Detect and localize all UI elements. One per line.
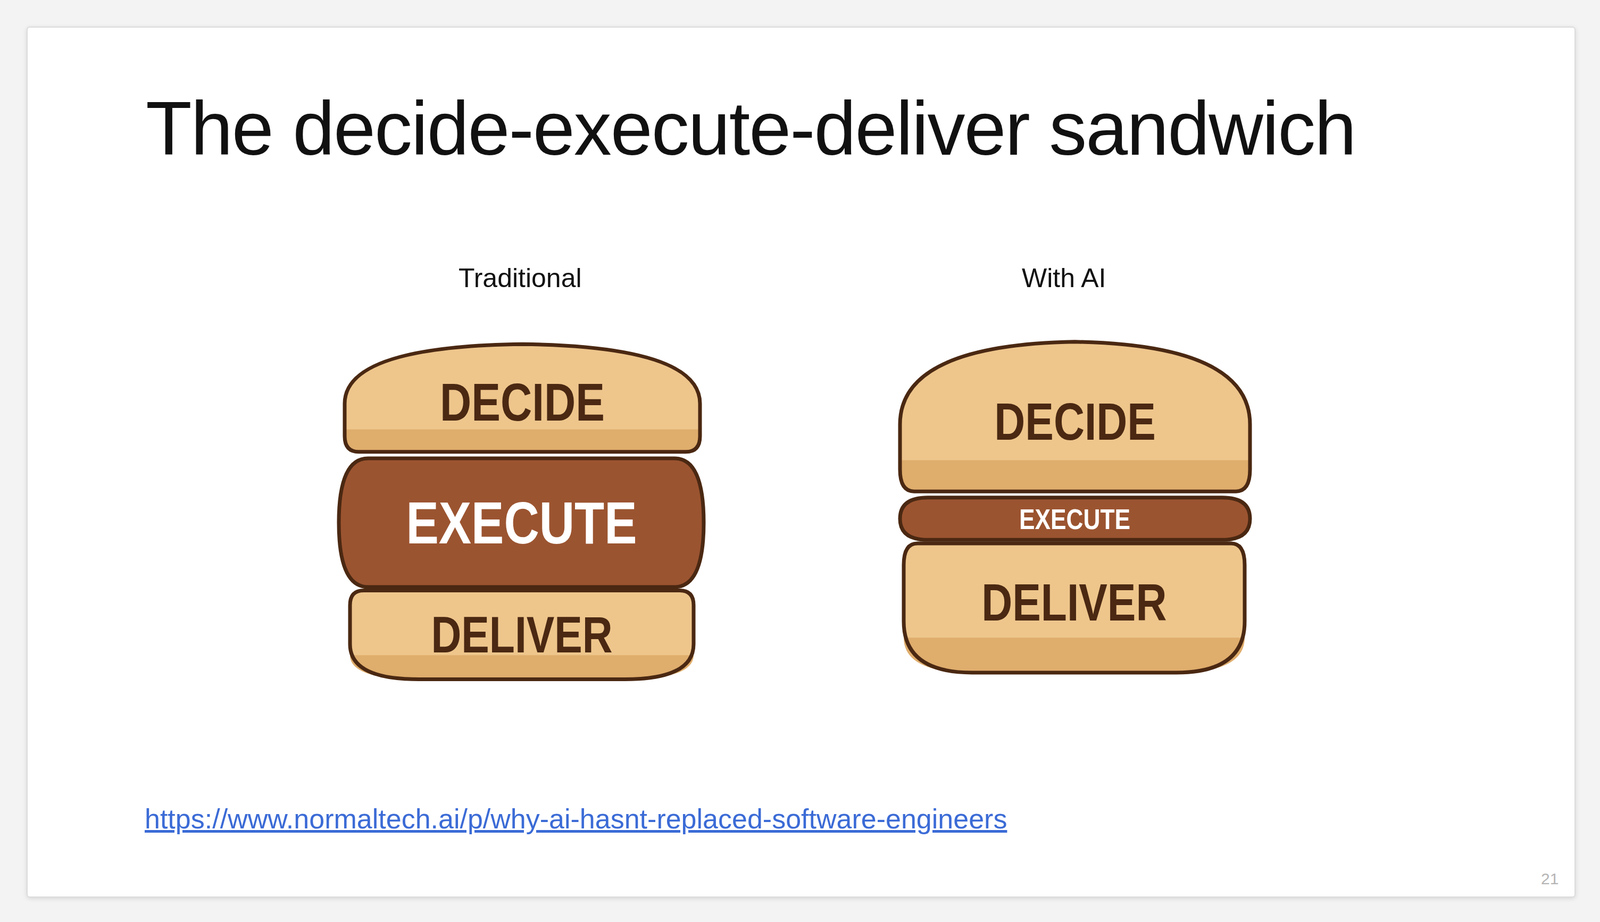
layer-fill [350,590,694,680]
column-heading: With AI [1021,262,1106,294]
layer-outline [350,590,694,680]
layer-shade [344,429,700,453]
bottom-bun-layer: DELIVER [350,588,694,682]
top-bun-layer: DECIDE [900,338,1250,495]
layer-fill [900,342,1250,492]
layer-fill [338,458,704,588]
layer-fill [903,543,1245,673]
layer-fill [900,497,1250,541]
top-bun-layer: DECIDE [344,342,700,455]
layer-shade [900,460,1250,493]
layer-outline [900,497,1250,541]
layer-text: EXECUTE [1019,502,1131,536]
source-link: https://www.normaltech.ai/p/why-ai-hasnt… [144,803,1007,836]
layer-text: DELIVER [981,572,1167,633]
page-number: 21 [1540,870,1559,889]
layer-outline [338,458,704,588]
layer-fill [344,344,700,453]
layer-outline [903,543,1245,673]
slide-title: The decide-execute-deliver sandwich [145,85,1356,173]
layer-text: DELIVER [430,605,613,665]
bottom-bun-layer: DELIVER [903,540,1245,676]
patty-layer: EXECUTE [900,496,1250,541]
layer-outline [344,344,700,453]
layer-text: DECIDE [994,392,1156,453]
layer-text: DECIDE [439,371,605,433]
layer-text: EXECUTE [405,488,637,558]
layer-shade [903,637,1245,673]
column-heading: Traditional [458,262,582,294]
patty-layer: EXECUTE [338,455,704,590]
layer-outline [900,342,1250,492]
